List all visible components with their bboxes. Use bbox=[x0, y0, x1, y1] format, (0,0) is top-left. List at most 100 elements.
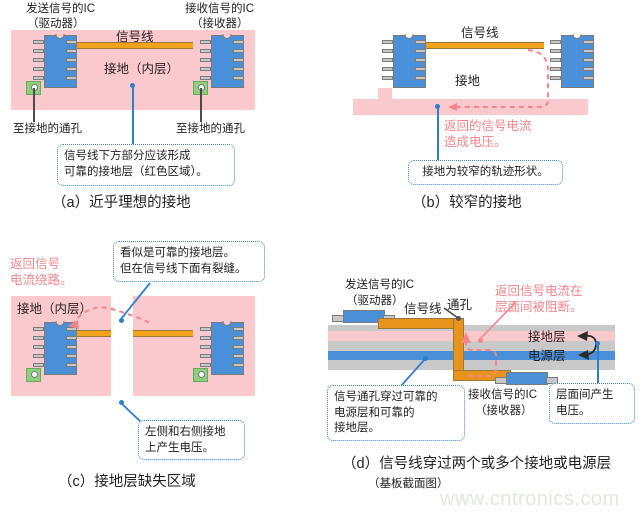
panel-d-via-anchor-dot bbox=[456, 316, 461, 321]
panel-b-ground-label: 接地 bbox=[455, 74, 481, 88]
panel-a-near-ideal-ground: 发送信号的IC （驱动器） 接收信号的IC （接收器） 信号线 接地（内层） bbox=[0, 0, 320, 230]
ic-pin bbox=[200, 58, 211, 62]
ic-notch bbox=[404, 34, 414, 39]
panel-c-callout-top: 看似是可靠的接地层。 但在信号线下面有裂缝。 bbox=[113, 241, 265, 282]
panel-a-callout-leader bbox=[132, 86, 134, 144]
panel-d-via-label: 通孔 bbox=[447, 298, 473, 312]
panel-c-callout-bottom: 左侧和右侧接地 上产生电压。 bbox=[138, 420, 245, 460]
ic-pin bbox=[233, 363, 244, 367]
ic-pin bbox=[583, 40, 594, 44]
ic-pin bbox=[415, 49, 426, 53]
panel-a-via-label-right: 至接地的通孔 bbox=[176, 123, 245, 135]
panel-b-return-current-path bbox=[448, 49, 549, 111]
panel-b-caption: （b）较窄的接地 bbox=[412, 195, 522, 211]
panel-b-signal-trace bbox=[422, 42, 544, 49]
panel-c-signal-trace bbox=[73, 330, 193, 337]
panel-d-red-note-leader bbox=[479, 301, 517, 340]
ic-notch bbox=[55, 34, 65, 39]
panel-d-callout-left: 信号通孔穿过可靠的 电源层和可靠的 接地层。 bbox=[327, 385, 465, 441]
panel-b-narrow-ground: 信号线 接地 返回的 bbox=[320, 0, 640, 230]
panel-d-power-layer-label: 电源层 bbox=[528, 349, 566, 363]
panel-b-callout-anchor-dot bbox=[435, 104, 440, 109]
panel-a-via-leader-right bbox=[200, 88, 202, 122]
ic-notch bbox=[222, 321, 232, 326]
ic-notch bbox=[55, 321, 65, 326]
ic-pin bbox=[33, 363, 44, 367]
ic-notch bbox=[572, 34, 582, 39]
panel-d-receiver-ic bbox=[495, 372, 565, 386]
panel-d-caption-sub: （基板截面图） bbox=[368, 478, 449, 490]
panel-a-callout: 信号线下方部分应该形成 可靠的接地层（红色区域）。 bbox=[57, 144, 235, 186]
ic-pin bbox=[233, 49, 244, 53]
ic-pin bbox=[415, 58, 426, 62]
ic-pin bbox=[33, 336, 44, 340]
panel-a-signal-trace bbox=[73, 42, 193, 49]
ic-pin bbox=[550, 58, 561, 62]
panel-b-callout: 接地为较窄的轨迹形状。 bbox=[408, 160, 563, 185]
ic-pin bbox=[66, 345, 77, 349]
panel-a-receiver-ic bbox=[200, 34, 244, 88]
panel-a-signal-line-label: 信号线 bbox=[116, 30, 154, 44]
panel-d-return-current-note: 返回信号电流在 层面间被阻断。 bbox=[495, 284, 583, 314]
panel-c-return-current-note: 返回信号 电流绕路。 bbox=[10, 257, 73, 287]
panel-d-receiver-ic-label: 接收信号的IC bbox=[468, 389, 537, 401]
ic-pin bbox=[583, 76, 594, 80]
ic-pin bbox=[382, 76, 393, 80]
ic-pin bbox=[550, 76, 561, 80]
ic-pin bbox=[233, 345, 244, 349]
ic-pin bbox=[233, 67, 244, 71]
watermark: www.cntronics.com bbox=[440, 488, 620, 510]
ic-pin bbox=[382, 67, 393, 71]
ic-pin bbox=[66, 363, 77, 367]
panel-d-left-callout-leader bbox=[399, 358, 426, 388]
panel-c-ground-gap bbox=[111, 296, 133, 396]
ic-pin bbox=[583, 49, 594, 53]
ic-pin bbox=[66, 67, 77, 71]
panel-c-callout-bottom-leader bbox=[120, 402, 143, 424]
panel-d-power-layer bbox=[328, 351, 615, 360]
panel-a-callout-anchor-dot bbox=[130, 83, 135, 88]
panel-d-right-callout-anchor-dot bbox=[595, 341, 600, 346]
ic-pin bbox=[33, 354, 44, 358]
ic-pin bbox=[233, 336, 244, 340]
panel-d-red-note-anchor-dot bbox=[478, 338, 483, 343]
ic-pin bbox=[33, 58, 44, 62]
panel-c-callout-top-anchor-dot bbox=[119, 318, 124, 323]
ic-pin bbox=[33, 76, 44, 80]
panel-c-driver-ic bbox=[33, 321, 77, 375]
panel-c-via-hole-right bbox=[198, 371, 205, 378]
panel-b-ground-trace bbox=[353, 99, 588, 115]
panel-c-caption: （c）接地层缺失区域 bbox=[58, 474, 196, 490]
panel-a-driver-ic-label: 发送信号的IC bbox=[26, 3, 95, 15]
panel-b-ground-trace-stub-left bbox=[378, 88, 392, 102]
panel-b-receiver-ic bbox=[550, 34, 594, 88]
panel-d-ground-layer-label: 接地层 bbox=[528, 330, 566, 344]
ic-pin bbox=[233, 354, 244, 358]
ic-pin bbox=[33, 327, 44, 331]
ic-pin bbox=[382, 40, 393, 44]
ic-pin bbox=[66, 49, 77, 53]
panel-d-via-label-leader bbox=[443, 307, 459, 319]
ic-pin bbox=[200, 354, 211, 358]
ic-pin bbox=[550, 49, 561, 53]
ic-notch bbox=[222, 34, 232, 39]
panel-a-receiver-ic-label: 接收信号的IC bbox=[185, 3, 254, 15]
ic-pin bbox=[200, 327, 211, 331]
ic-pin bbox=[200, 363, 211, 367]
ic-pin bbox=[382, 58, 393, 62]
panel-a-caption: （a）近乎理想的接地 bbox=[52, 195, 191, 211]
ic-pin bbox=[66, 327, 77, 331]
ic-pin bbox=[66, 58, 77, 62]
ic-pin bbox=[200, 67, 211, 71]
ic-pin bbox=[66, 354, 77, 358]
ic-pin bbox=[66, 336, 77, 340]
panel-c-missing-ground-region: 看似是可靠的接地层。 但在信号线下面有裂缝。 返回信号 电流绕路。 接地（内层） bbox=[0, 230, 320, 513]
ic-pin bbox=[33, 40, 44, 44]
panel-a-ground-label: 接地（内层） bbox=[104, 62, 180, 76]
ic-pin bbox=[233, 40, 244, 44]
panel-d-driver-ic-sublabel: （驱动器） bbox=[346, 295, 404, 307]
panel-d-caption: （d）信号线穿过两个或多个接地或电源层 bbox=[342, 456, 612, 472]
ic-pin bbox=[200, 336, 211, 340]
ic-pin bbox=[583, 58, 594, 62]
panel-d-blocked-return-current bbox=[461, 332, 497, 377]
